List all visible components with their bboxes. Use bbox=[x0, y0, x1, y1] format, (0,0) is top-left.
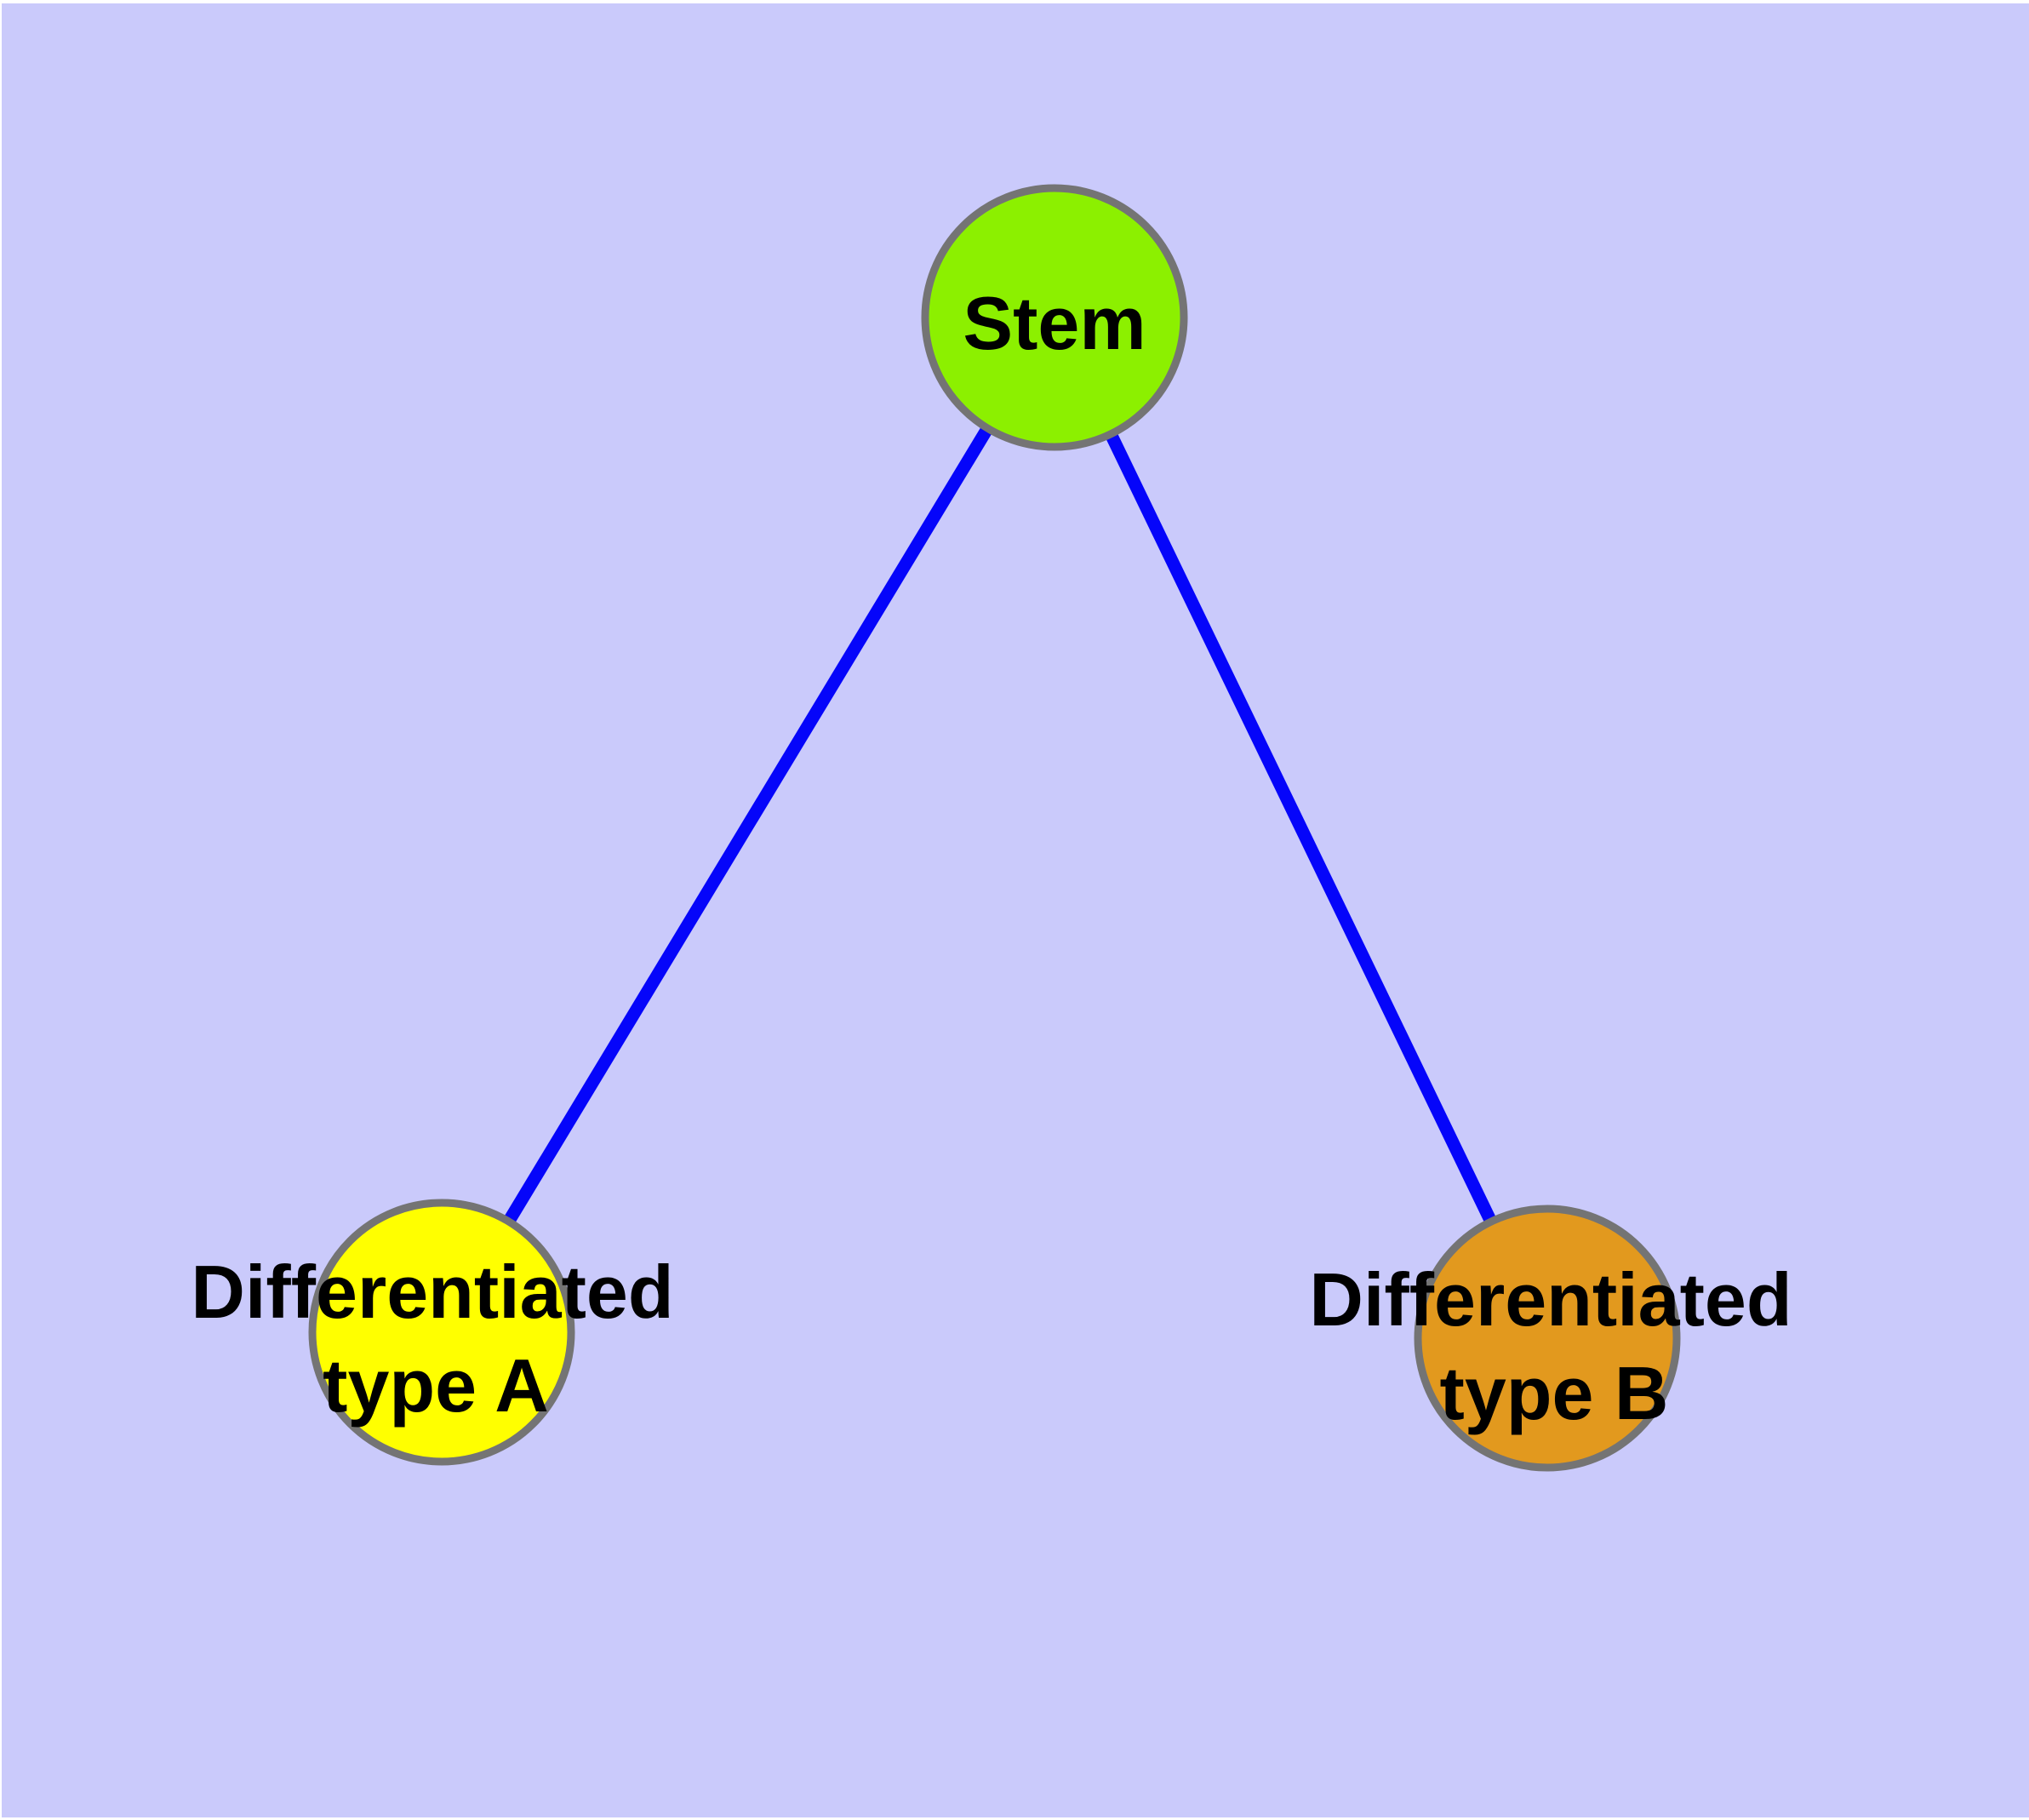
node-type-a-label-line-1: Differentiated bbox=[191, 1250, 673, 1334]
node-type-a-circle bbox=[308, 1199, 575, 1466]
node-type-a-label-line-2: type A bbox=[323, 1343, 549, 1428]
node-type-b-circle bbox=[1414, 1205, 1681, 1472]
node-type-b-label-line-1: Differentiated bbox=[1309, 1257, 1792, 1342]
edge-stem-to-type-a bbox=[436, 314, 1060, 1336]
node-stem-label: Stem bbox=[963, 281, 1146, 365]
node-stem-circle bbox=[921, 184, 1188, 451]
edge-stem-to-type-b bbox=[1049, 314, 1553, 1342]
node-type-b-label-line-2: type B bbox=[1440, 1351, 1669, 1435]
